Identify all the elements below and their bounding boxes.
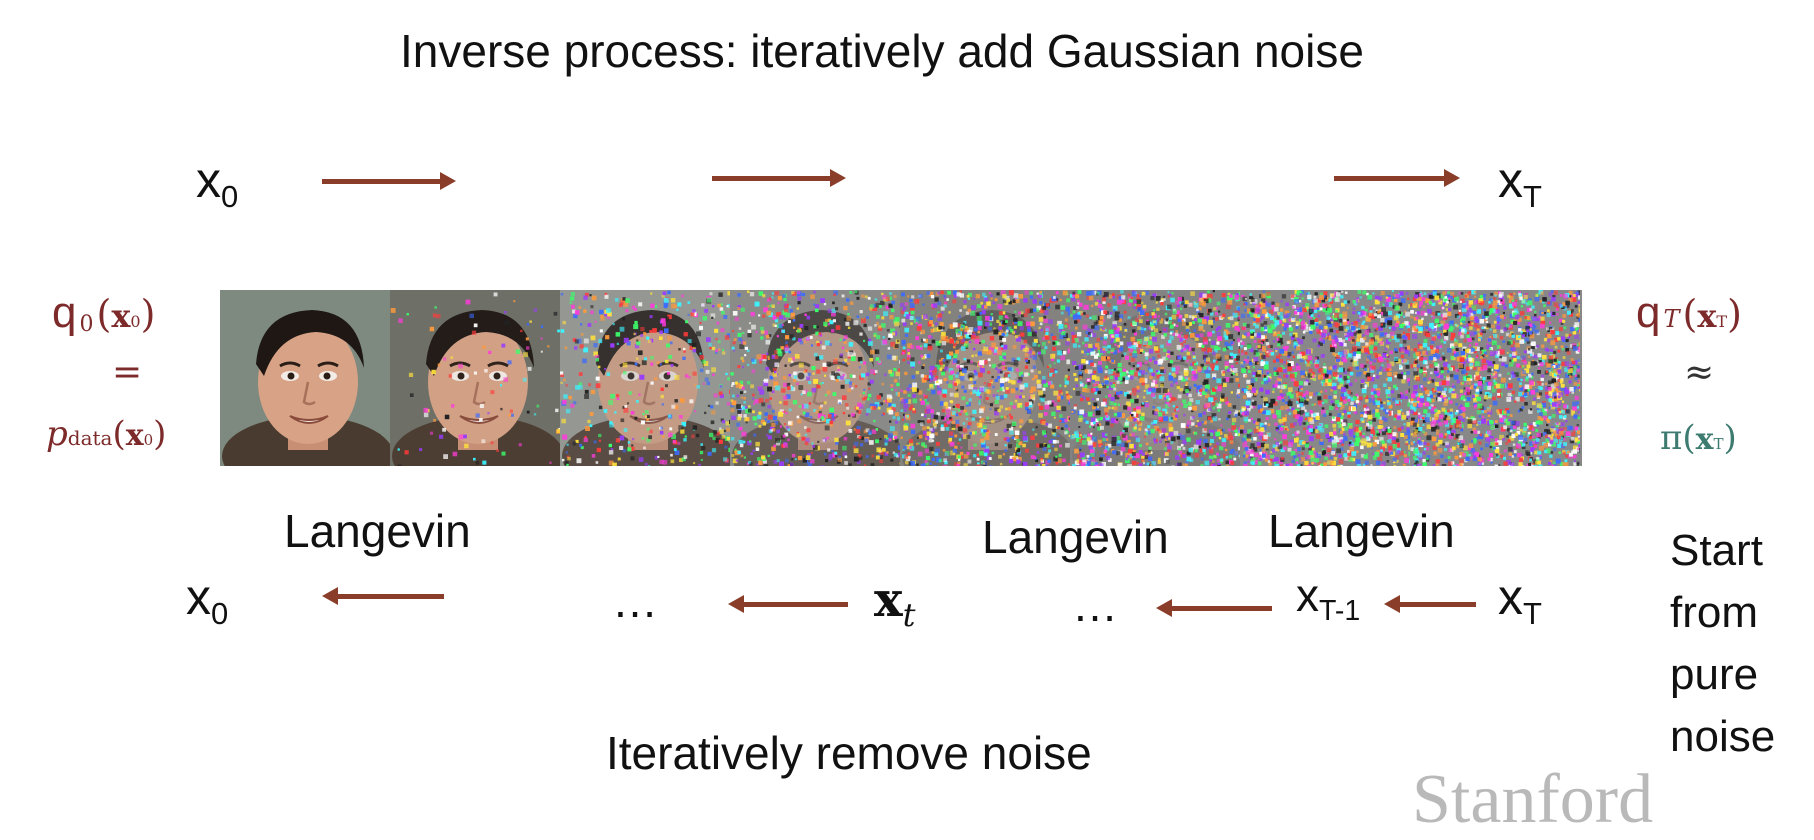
ellipsis-1: … — [612, 578, 658, 624]
approx-sign: ≈ — [1684, 352, 1714, 393]
forward-arrow-icon-2 — [712, 176, 832, 181]
reverse-arrow-icon-4 — [1398, 602, 1476, 607]
top-x0-label: x0 — [196, 155, 238, 205]
bottom-caption: Iteratively remove noise — [606, 730, 1092, 776]
langevin-label-2: Langevin — [982, 514, 1169, 560]
reverse-arrow-icon-1 — [336, 594, 444, 599]
ellipsis-2: … — [1072, 582, 1118, 628]
face-image-icon — [1070, 290, 1240, 466]
xt-label: xt — [874, 572, 915, 628]
diagram-title: Inverse process: iteratively add Gaussia… — [400, 24, 1364, 78]
bottom-x0-label: x0 — [186, 572, 228, 622]
xT-1-label: xT-1 — [1296, 572, 1360, 618]
pdata-expression: pdata(x0) — [46, 414, 166, 454]
forward-arrow-icon-3 — [1334, 176, 1446, 181]
top-xT-label: xT — [1498, 155, 1542, 205]
stanford-watermark: Stanford — [1412, 760, 1653, 840]
face-image-icon — [220, 290, 390, 466]
face-image-icon — [1410, 290, 1580, 466]
langevin-label-1: Langevin — [284, 508, 471, 554]
forward-arrow-icon-1 — [322, 179, 442, 184]
face-image-icon — [560, 290, 730, 466]
reverse-arrow-icon-3 — [1170, 606, 1272, 611]
start-from-noise-note: Start from pure noise — [1670, 520, 1775, 768]
langevin-label-3: Langevin — [1268, 508, 1455, 554]
face-image-icon — [390, 290, 560, 466]
pi-expression: π(xT) — [1660, 418, 1737, 458]
diffusion-image-strip — [220, 290, 1582, 466]
face-image-icon — [1240, 290, 1410, 466]
reverse-arrow-icon-2 — [742, 602, 848, 607]
face-image-icon — [730, 290, 900, 466]
bottom-xT-label: xT — [1498, 572, 1542, 622]
equals-sign: = — [112, 352, 142, 393]
face-image-icon — [900, 290, 1070, 466]
